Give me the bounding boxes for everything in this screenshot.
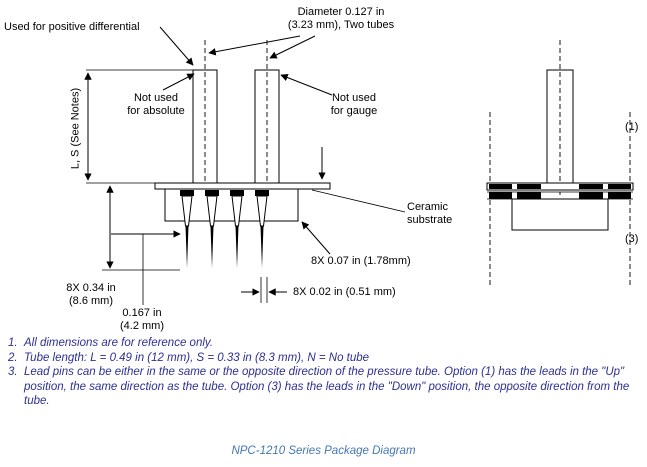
label-diameter: Diameter 0.127 in (3.23 mm), Two tubes [287,6,395,31]
note-text: All dimensions are for reference only. [24,337,213,349]
leader-ceramic-substrate [311,189,406,213]
note-number: 1. [8,337,18,349]
label-not-used-absolute: Not used for absolute [127,92,185,117]
label-dim-pin-offset: 0.167 in (4.2 mm) [120,307,164,332]
front-view [84,26,406,305]
note-item-2: 2. Tube length: L = 0.49 in (12 mm), S =… [8,351,641,366]
leader-pin-base [301,221,331,255]
label-tube-length-axis: L, S (See Notes) [69,87,82,170]
note-number: 3. [8,366,18,378]
substrate-pads-side [489,192,631,199]
pressure-tube-right [254,69,280,184]
substrate-body-side [511,198,609,231]
note-text: Lead pins can be either in the same or t… [24,366,630,407]
label-option-up: (1) [625,121,639,133]
leader-diameter-right [269,35,316,59]
pressure-tube-side [546,69,574,184]
pressure-tube-left [192,69,218,184]
label-option-down: (3) [625,233,639,245]
label-dim-pin-width: 8X 0.02 in (0.51 mm) [293,286,396,298]
notes-section: 1. All dimensions are for reference only… [8,336,641,409]
lead-pins [180,190,269,268]
label-positive-differential: Used for positive differential [4,21,140,33]
flange-plate-side [486,182,634,191]
diagram-caption: NPC-1210 Series Package Diagram [231,445,416,457]
note-number: 2. [8,351,18,364]
label-dim-pin-length: 8X 0.34 in (8.6 mm) [66,282,116,307]
label-ceramic-substrate: Ceramic substrate [407,201,453,226]
leader-not-used-gauge [280,73,333,96]
flange-pads-side [489,184,631,189]
side-view [486,40,634,285]
leader-diameter-left [208,35,301,56]
leader-positive-differential [159,26,194,66]
leader-not-used-absolute [162,73,195,91]
note-text: Tube length: L = 0.49 in (12 mm), S = 0.… [24,351,370,364]
label-not-used-gauge: Not used for gauge [330,92,378,117]
note-item-3: 3. Lead pins can be either in the same o… [8,365,641,409]
note-item-1: 1. All dimensions are for reference only… [8,336,641,351]
package-diagram-drawing [84,26,634,305]
flange-plate [154,182,331,190]
label-dim-pin-base: 8X 0.07 in (1.78mm) [311,255,411,267]
